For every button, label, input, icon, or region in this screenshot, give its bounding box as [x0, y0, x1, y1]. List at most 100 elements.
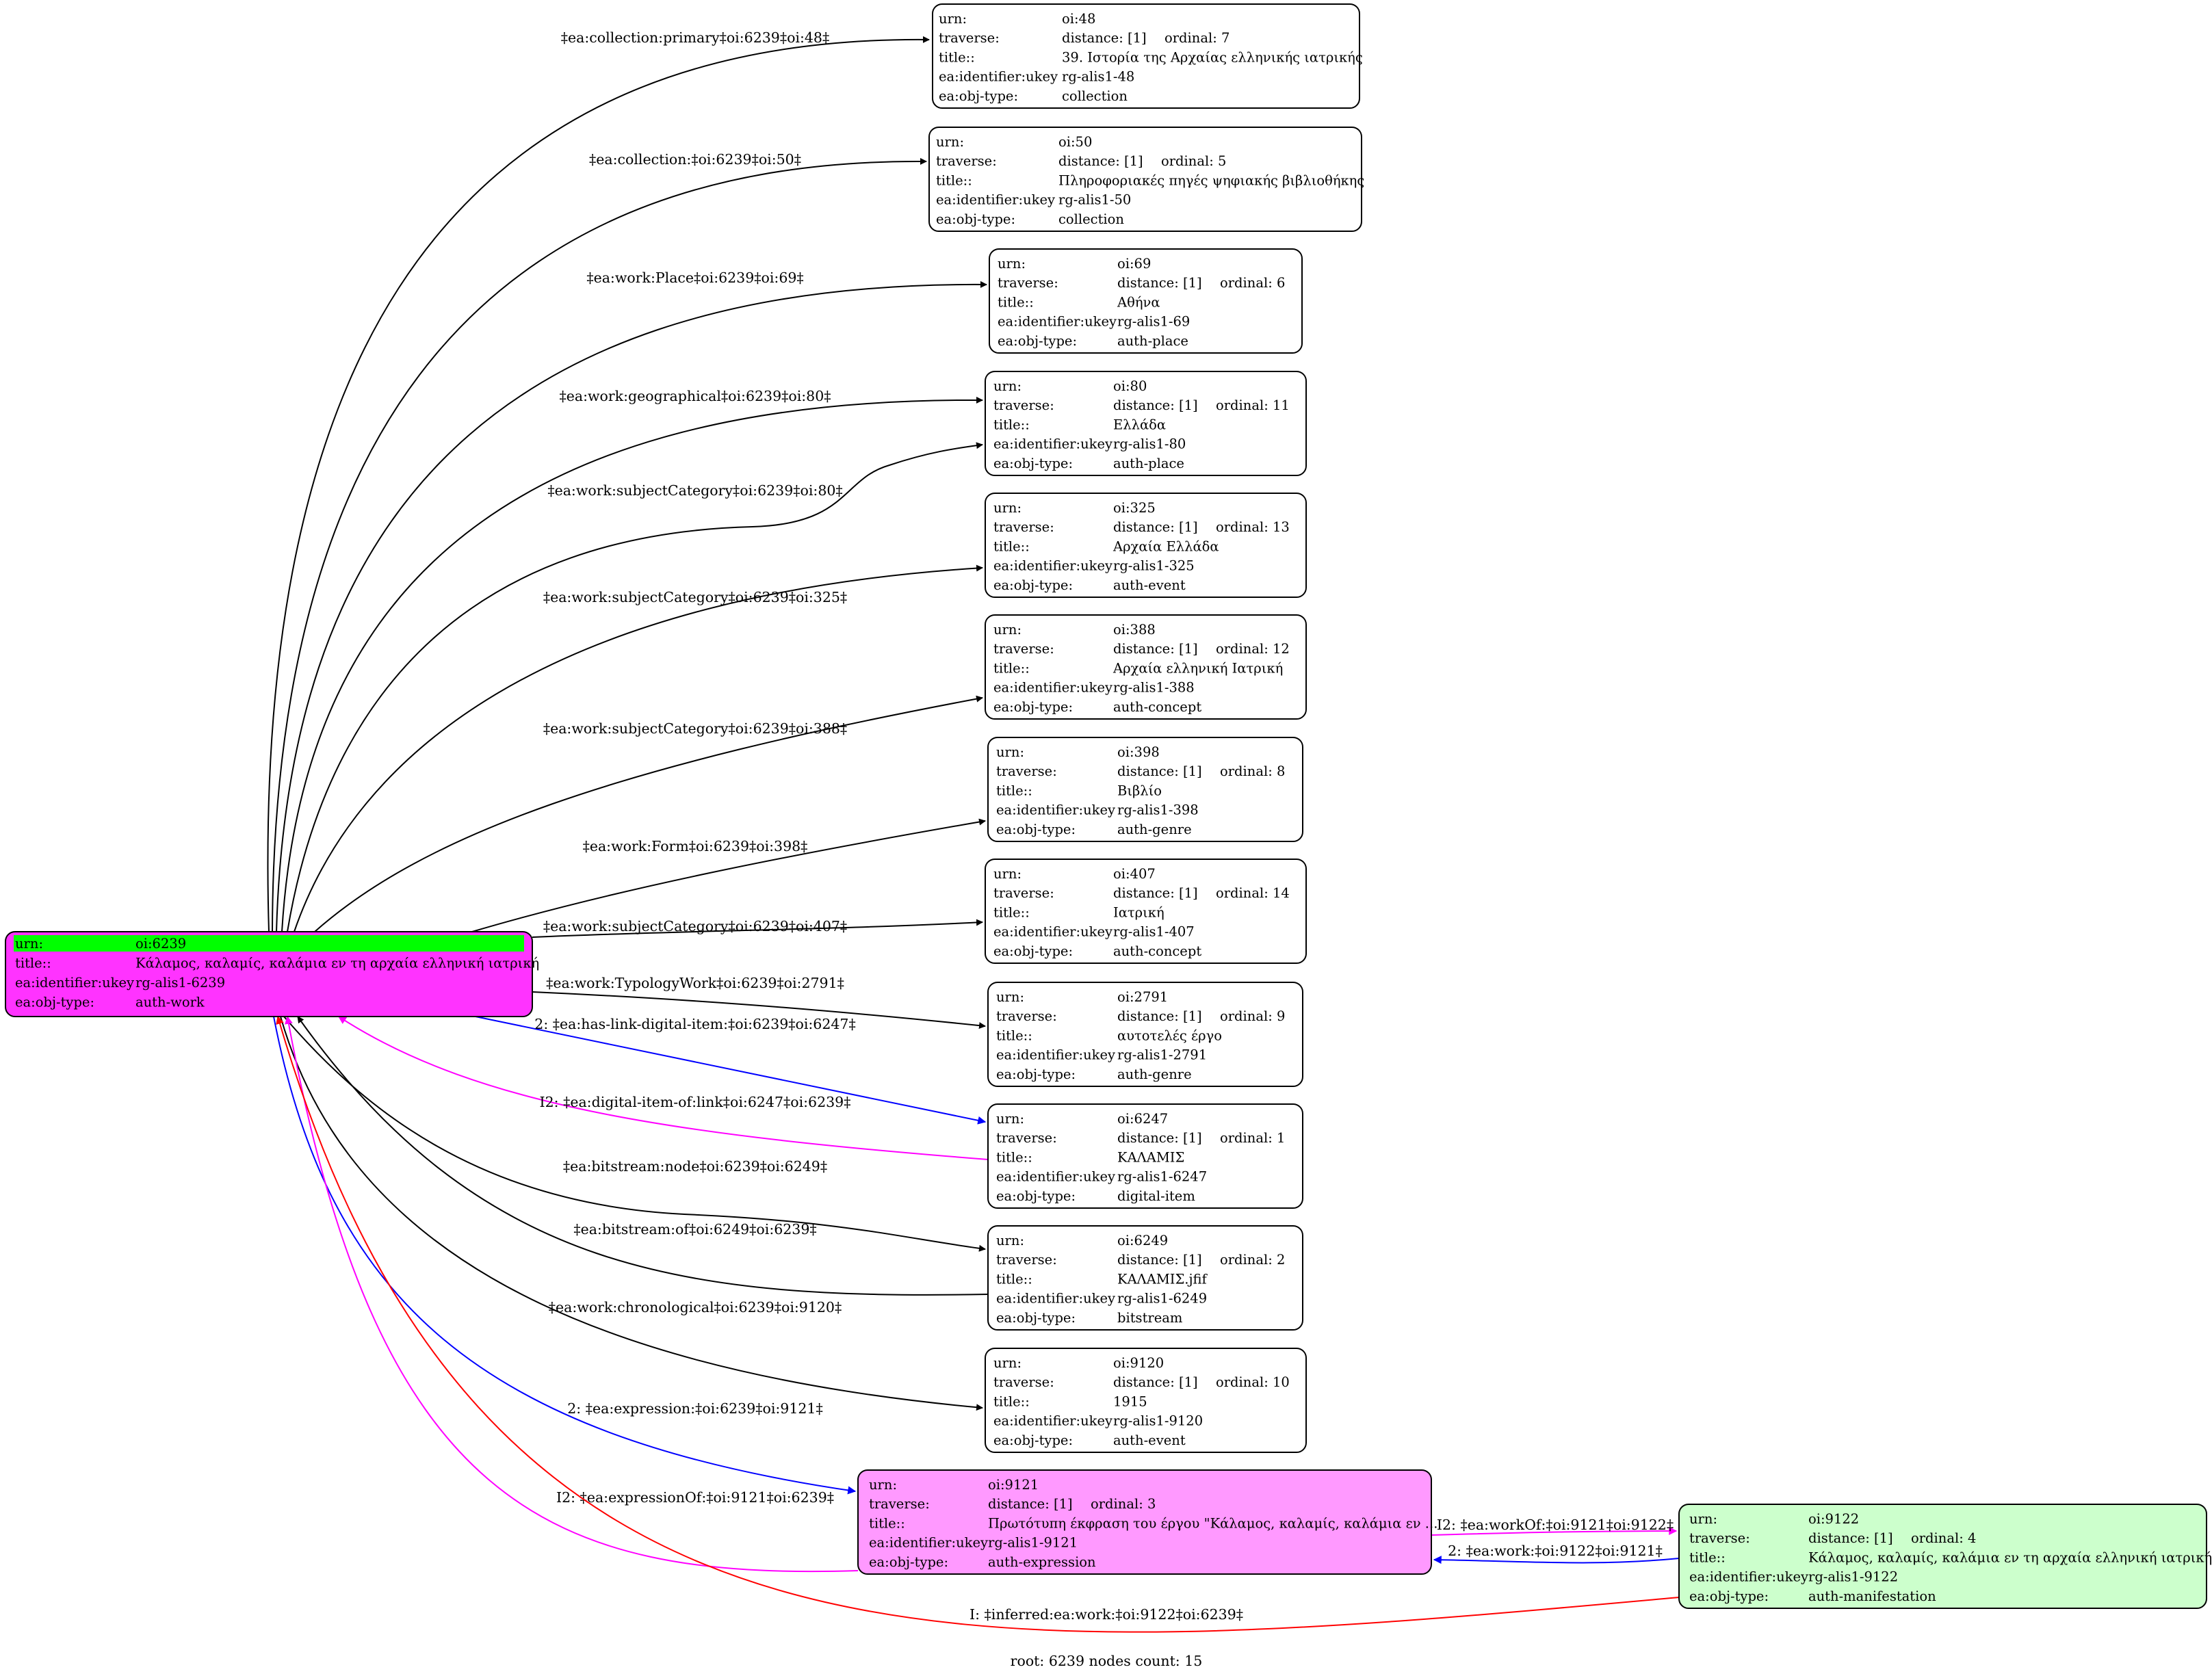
traverse-key: traverse: [939, 30, 1000, 46]
node-box [985, 859, 1307, 964]
urn-key: urn: [939, 11, 967, 27]
ordinal-value: ordinal: 13 [1216, 519, 1290, 535]
title-key: title:: [993, 417, 1030, 432]
traverse-key: traverse: [993, 1374, 1054, 1390]
urn-value: oi:9121 [988, 1477, 1039, 1493]
edge-e9120 [280, 1016, 983, 1411]
title-value: 1915 [1113, 1393, 1147, 1409]
urn-key: urn: [996, 989, 1024, 1005]
title-value: Ελλάδα [1113, 417, 1166, 432]
root-title-value: Κάλαμος, καλαμίς, καλάμια εν τη αρχαία ε… [135, 956, 539, 971]
obj-type-value: auth-event [1113, 1432, 1186, 1448]
node-box [987, 982, 1303, 1087]
urn-value: oi:50 [1058, 134, 1092, 150]
title-key: title:: [998, 294, 1034, 310]
obj-type-value: auth-expression [988, 1554, 1096, 1570]
edge-label-e9122b: 2: ‡ea:work:‡oi:9122‡oi:9121‡ [1448, 1543, 1663, 1559]
urn-key: urn: [993, 866, 1022, 882]
edge-label-e80g: ‡ea:work:geographical‡oi:6239‡oi:80‡ [559, 388, 831, 404]
title-value: Ιατρική [1113, 904, 1164, 920]
ukey-value: rg-alis1-50 [1058, 192, 1131, 208]
edge-label-e6247b: I2: ‡ea:digital-item-of:link‡oi:6247‡oi:… [540, 1094, 851, 1110]
node-box [987, 737, 1303, 842]
title-key: title:: [869, 1515, 905, 1531]
ukey-value: rg-alis1-80 [1113, 436, 1186, 452]
edge-e6249 [283, 1016, 986, 1252]
traverse-key: traverse: [996, 1130, 1057, 1146]
node-box [985, 1348, 1307, 1453]
edge-e9121 [273, 1016, 857, 1495]
ordinal-value: ordinal: 5 [1161, 153, 1226, 169]
ukey-key: ea:identifier:ukey [996, 1047, 1115, 1063]
title-key: title:: [936, 172, 972, 188]
title-key: title:: [1689, 1549, 1726, 1565]
ordinal-value: ordinal: 1 [1220, 1130, 1285, 1146]
edge-label-e2791: ‡ea:work:TypologyWork‡oi:6239‡oi:2791‡ [546, 975, 844, 991]
distance-value: distance: [1] [1113, 397, 1198, 413]
obj-type-value: collection [1058, 211, 1124, 227]
node-box [985, 614, 1307, 720]
urn-key: urn: [1689, 1511, 1717, 1527]
obj-type-value: auth-event [1113, 577, 1186, 593]
ukey-key: ea:identifier:ukey [939, 69, 1058, 85]
ukey-value: rg-alis1-9122 [1808, 1569, 1898, 1585]
edge-label-e6249: ‡ea:bitstream:node‡oi:6239‡oi:6249‡ [563, 1158, 827, 1175]
ordinal-value: ordinal: 4 [1911, 1530, 1976, 1546]
edge-e9122b [1433, 1556, 1680, 1564]
urn-value: oi:9120 [1113, 1355, 1164, 1371]
obj-type-key: ea:obj-type: [993, 456, 1073, 471]
obj-type-key: ea:obj-type: [996, 1188, 1076, 1204]
ordinal-value: ordinal: 12 [1216, 641, 1290, 657]
edge-label-e407: ‡ea:work:subjectCategory‡oi:6239‡oi:407‡ [543, 918, 847, 934]
edge-label-e50: ‡ea:collection:‡oi:6239‡oi:50‡ [589, 151, 801, 168]
ukey-key: ea:identifier:ukey [996, 802, 1115, 818]
edge-e6249b [297, 1016, 989, 1296]
edge-e9121b [285, 1015, 859, 1573]
node-box [928, 127, 1362, 232]
title-value: Βιβλίο [1117, 783, 1162, 798]
traverse-key: traverse: [993, 519, 1054, 535]
node-box [987, 1225, 1303, 1331]
distance-value: distance: [1] [1062, 30, 1147, 46]
urn-value: oi:80 [1113, 378, 1147, 394]
ordinal-value: ordinal: 7 [1164, 30, 1229, 46]
urn-key: urn: [996, 1111, 1024, 1127]
edge-e9122r [276, 1015, 1680, 1633]
title-key: title:: [996, 783, 1032, 798]
title-value: ΚΑΛΑΜΙΣ.jfif [1117, 1271, 1208, 1287]
graph-footer: root: 6239 nodes count: 15 [1011, 1653, 1203, 1669]
ukey-value: rg-alis1-69 [1117, 314, 1190, 330]
obj-type-key: ea:obj-type: [993, 577, 1073, 593]
ukey-key: ea:identifier:ukey [993, 680, 1112, 696]
urn-key: urn: [993, 1355, 1022, 1371]
ukey-value: rg-alis1-388 [1113, 680, 1195, 696]
title-value: Πρωτότυπη έκφραση του έργου "Κάλαμος, κα… [988, 1515, 1437, 1531]
urn-key: urn: [869, 1477, 897, 1493]
node-box [989, 248, 1303, 354]
obj-type-key: ea:obj-type: [936, 211, 1015, 227]
obj-type-key: ea:obj-type: [1689, 1588, 1769, 1604]
edge-e50 [272, 157, 927, 932]
obj-type-value: auth-concept [1113, 699, 1201, 715]
title-value: Πληροφοριακές πηγές ψηφιακής βιβλιοθήκης [1058, 172, 1364, 188]
obj-type-value: auth-genre [1117, 1066, 1192, 1082]
edge-e325 [294, 564, 983, 932]
ordinal-value: ordinal: 11 [1216, 397, 1290, 413]
ordinal-value: ordinal: 10 [1216, 1374, 1290, 1390]
distance-value: distance: [1] [1808, 1530, 1893, 1546]
